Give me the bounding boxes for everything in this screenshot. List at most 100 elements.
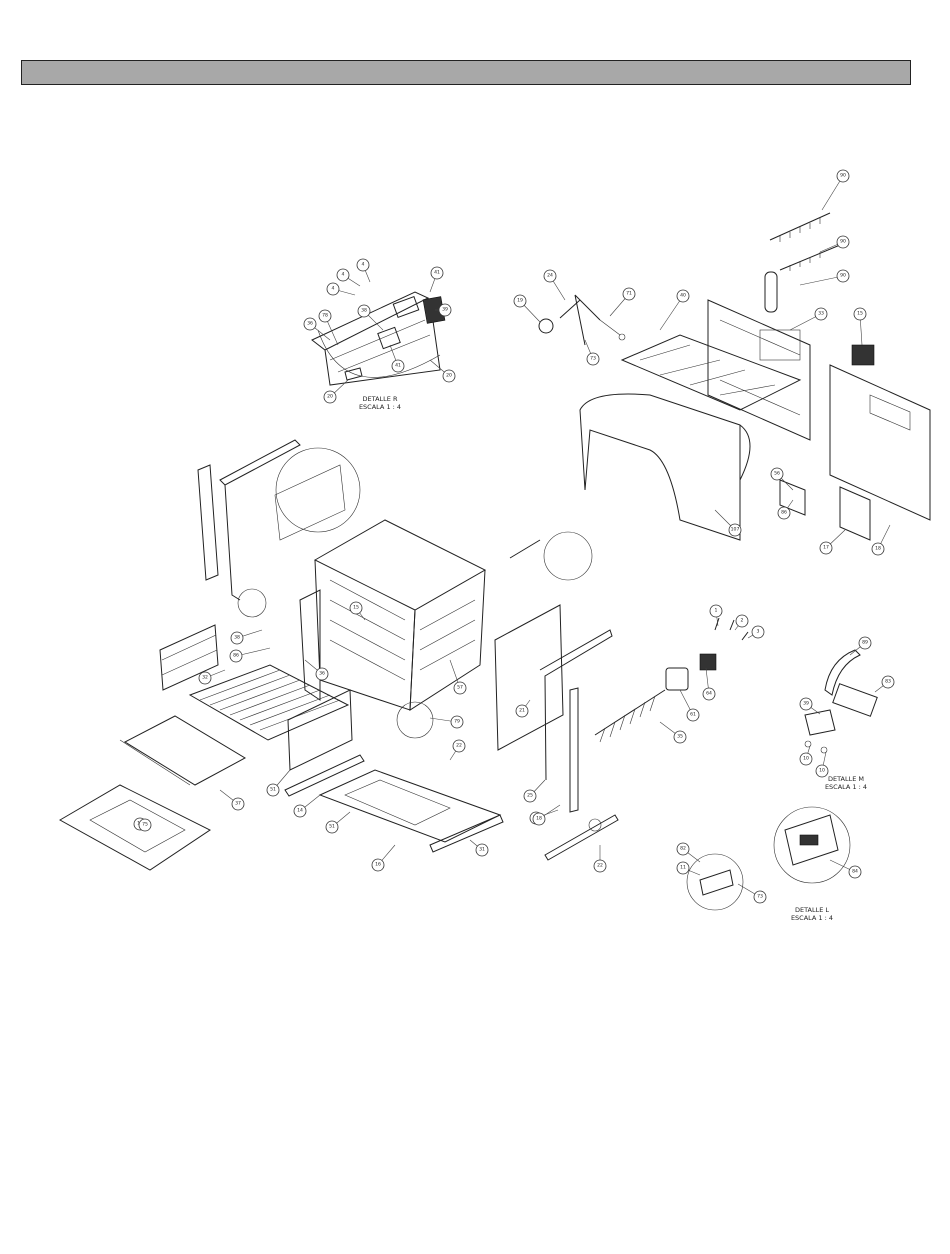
callout-41: 41 (390, 345, 404, 372)
callout-number: 20 (327, 394, 333, 400)
callout-82: 82 (677, 843, 700, 862)
callout-number: 38 (234, 635, 240, 641)
callout-22: 22 (594, 845, 606, 872)
callout-number: 21 (519, 708, 525, 714)
callout-number: 71 (626, 291, 632, 297)
oven-racks (120, 625, 352, 785)
callout-51: 51 (326, 812, 350, 833)
callout-number: 39 (803, 701, 809, 707)
callout-number: 11 (680, 865, 686, 871)
callout-21: 21 (516, 700, 530, 717)
callout-number: 24 (547, 273, 553, 279)
callout-number: 4 (332, 286, 335, 292)
wiring-harness (765, 213, 840, 312)
callout-75: 75 (139, 819, 151, 831)
callout-57: 57 (450, 660, 466, 694)
fastener-detail (687, 854, 743, 910)
callout-number: 3 (757, 629, 760, 635)
detail-r-name: DETALLE R (363, 395, 398, 403)
bottom-drawer (285, 702, 503, 852)
callout-15: 15 (854, 308, 866, 345)
callout-number: 39 (442, 307, 448, 313)
callout-90: 90 (822, 170, 849, 210)
detail-m-name: DETALLE M (828, 775, 864, 783)
callout-number: 40 (680, 293, 686, 299)
callout-73: 73 (738, 884, 766, 903)
callout-number: 64 (706, 691, 712, 697)
callout-number: 10 (803, 756, 809, 762)
callout-number: 2 (741, 618, 744, 624)
callout-number: 38 (361, 308, 367, 314)
callout-18: 18 (533, 805, 560, 825)
callout-4: 4 (357, 259, 370, 282)
callout-1: 1 (710, 605, 722, 626)
callout-number: 32 (202, 675, 208, 681)
top-panel-assembly (580, 335, 800, 540)
callout-number: 4 (362, 262, 365, 268)
callout-number: 84 (852, 869, 858, 875)
rear-panels (708, 300, 930, 540)
callout-25: 25 (524, 780, 545, 802)
detail-m-scale: ESCALA 1 : 4 (825, 783, 867, 791)
callout-number: 51 (270, 787, 276, 793)
callout-4: 4 (327, 283, 355, 295)
callout-38: 38 (231, 630, 262, 644)
callout-40: 40 (660, 290, 689, 330)
callout-number: 15 (353, 605, 359, 611)
oven-cavity (300, 520, 592, 710)
callout-number: 73 (757, 894, 763, 900)
callout-79: 79 (430, 716, 463, 728)
callout-number: 4 (342, 272, 345, 278)
callout-number: 31 (479, 847, 485, 853)
callout-18: 18 (872, 525, 890, 555)
callout-number: 36 (307, 321, 313, 327)
callout-71: 71 (610, 288, 635, 316)
callout-37: 37 (220, 790, 244, 810)
callout-73: 73 (585, 340, 599, 365)
callout-number: 90 (840, 239, 846, 245)
callout-number: 51 (329, 824, 335, 830)
callout-14: 14 (294, 795, 320, 817)
callout-number: 22 (597, 863, 603, 869)
callout-number: 35 (677, 734, 683, 740)
callout-19: 19 (514, 295, 540, 322)
support-bar (545, 815, 618, 860)
detail-l-name: DETALLE L (795, 906, 829, 914)
callout-number: 16 (375, 862, 381, 868)
callout-61: 61 (680, 690, 699, 721)
callout-2: 2 (735, 615, 748, 630)
callout-number: 83 (885, 679, 891, 685)
callout-16: 16 (372, 845, 395, 871)
callout-number: 86 (233, 653, 239, 659)
right-side-panels (495, 605, 612, 812)
callout-leader-line (800, 276, 843, 285)
callout-86: 86 (230, 648, 270, 662)
callout-number: 56 (774, 471, 780, 477)
callout-15: 15 (350, 602, 365, 620)
callout-83: 83 (875, 676, 894, 692)
callout-3: 3 (748, 626, 764, 638)
callout-number: 17 (823, 545, 829, 551)
callout-107: 107 (715, 510, 741, 536)
callout-64: 64 (703, 668, 715, 700)
callout-number: 14 (297, 808, 303, 814)
left-side-panels (198, 440, 360, 617)
callout-number: 15 (857, 311, 863, 317)
callout-10: 10 (816, 752, 828, 777)
callout-17: 17 (820, 530, 845, 554)
callout-number: 79 (454, 719, 460, 725)
callout-number: 20 (446, 373, 452, 379)
callout-number: 33 (818, 311, 824, 317)
callout-20: 20 (324, 380, 348, 403)
callout-89: 89 (850, 637, 871, 655)
callout-39: 39 (800, 698, 820, 714)
callout-number: 19 (517, 298, 523, 304)
callout-number: 25 (527, 793, 533, 799)
callout-33: 33 (790, 308, 827, 330)
callout-number: 22 (456, 743, 462, 749)
callout-32: 32 (199, 670, 225, 684)
callout-number: 61 (690, 712, 696, 718)
callout-10: 10 (800, 746, 812, 765)
detail-r-scale: ESCALA 1 : 4 (359, 403, 401, 411)
